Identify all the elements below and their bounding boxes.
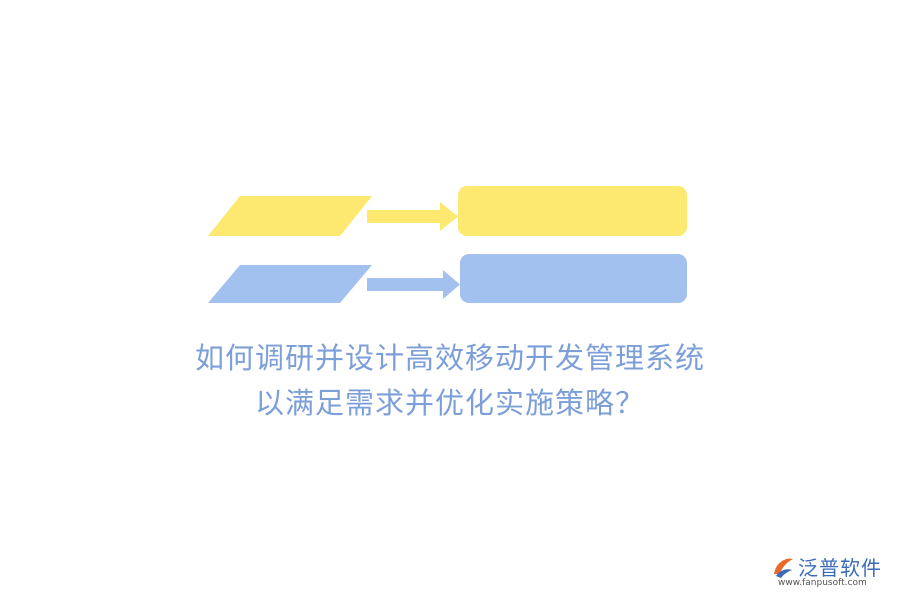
blue-arrow-icon: [367, 270, 460, 299]
title-line-2: 以满足需求并优化实施策略？: [254, 386, 645, 420]
page-title: 如何调研并设计高效移动开发管理系统 以满足需求并优化实施策略？: [0, 336, 900, 426]
yellow-rounded-box: [458, 186, 687, 236]
flow-diagram: [208, 186, 687, 303]
brand-logo: 泛普软件 www.fanpusoft.com: [770, 552, 896, 592]
fanpu-logo-icon: [774, 558, 793, 578]
yellow-parallelogram: [208, 196, 372, 236]
blue-parallelogram: [208, 265, 372, 303]
yellow-arrow-icon: [367, 202, 458, 231]
blue-rounded-box: [460, 254, 687, 303]
brand-url: www.fanpusoft.com: [778, 578, 867, 588]
brand-name: 泛普软件: [798, 556, 882, 580]
title-line-1: 如何调研并设计高效移动开发管理系统: [194, 341, 705, 375]
